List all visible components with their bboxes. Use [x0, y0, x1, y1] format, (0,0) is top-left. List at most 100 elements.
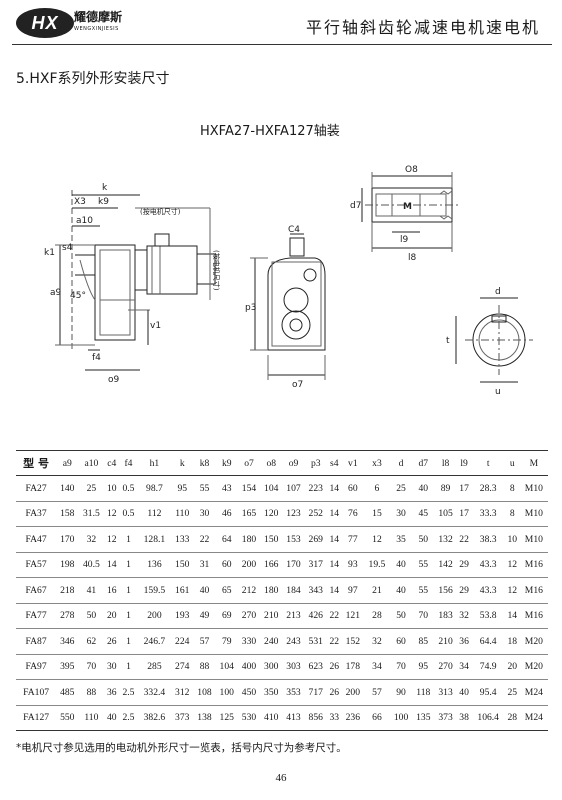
- value-cell: 2.5: [119, 679, 138, 706]
- value-cell: 32: [78, 526, 105, 553]
- value-cell: 29: [456, 552, 472, 578]
- value-cell: 1: [119, 552, 138, 578]
- value-cell: 317: [304, 552, 327, 578]
- value-cell: 98.7: [137, 475, 172, 502]
- value-cell: 717: [304, 679, 327, 706]
- value-cell: 132: [434, 526, 457, 553]
- value-cell: 165: [237, 501, 261, 527]
- dim-label-c4: C4: [288, 225, 300, 235]
- column-header: f4: [119, 450, 138, 476]
- value-cell: 22: [326, 628, 342, 655]
- value-cell: 69: [215, 603, 238, 629]
- model-cell: FA97: [16, 654, 57, 680]
- value-cell: 240: [260, 628, 283, 655]
- side-view-drawing: [55, 190, 216, 371]
- value-cell: 353: [282, 679, 305, 706]
- value-cell: 531: [304, 628, 327, 655]
- value-cell: 150: [260, 526, 283, 553]
- value-cell: 224: [171, 628, 194, 655]
- value-cell: 285: [137, 654, 172, 680]
- column-header: o7: [237, 450, 261, 476]
- value-cell: 252: [304, 501, 327, 527]
- value-cell: 95: [412, 654, 435, 680]
- value-cell: 350: [260, 679, 283, 706]
- value-cell: 180: [260, 577, 283, 604]
- value-cell: 93: [341, 552, 364, 578]
- value-cell: 200: [137, 603, 172, 629]
- value-cell: 32: [456, 603, 472, 629]
- value-cell: 95: [171, 475, 194, 502]
- value-cell: 29: [456, 577, 472, 604]
- dim-label-l8: l8: [408, 253, 417, 263]
- value-cell: 64.4: [471, 628, 505, 655]
- value-cell: 55: [412, 552, 435, 578]
- value-cell: 40: [193, 577, 216, 604]
- value-cell: 36: [456, 628, 472, 655]
- value-cell: 395: [56, 654, 79, 680]
- value-cell: 236: [341, 705, 364, 731]
- value-cell: 50: [389, 603, 413, 629]
- value-cell: 183: [434, 603, 457, 629]
- value-cell: 8: [504, 501, 520, 527]
- model-cell: FA27: [16, 475, 57, 502]
- value-cell: 40: [389, 552, 413, 578]
- shaft-section-drawing: [455, 297, 533, 383]
- value-cell: M10: [519, 475, 548, 502]
- section-title: 5.HXF系列外形安装尺寸: [16, 71, 170, 87]
- value-cell: 26: [326, 654, 342, 680]
- value-cell: 19.5: [363, 552, 390, 578]
- value-cell: 12: [504, 577, 520, 604]
- value-cell: 16: [104, 577, 120, 604]
- value-cell: 300: [260, 654, 283, 680]
- value-cell: M16: [519, 603, 548, 629]
- value-cell: 274: [171, 654, 194, 680]
- value-cell: 112: [137, 501, 172, 527]
- value-cell: 373: [434, 705, 457, 731]
- value-cell: 118: [412, 679, 435, 706]
- value-cell: 170: [56, 526, 79, 553]
- value-cell: 198: [56, 552, 79, 578]
- footnote: *电机尺寸参见选用的电动机外形尺寸一览表，括号内尺寸为参考尺寸。: [16, 742, 347, 754]
- value-cell: 270: [434, 654, 457, 680]
- value-cell: 218: [56, 577, 79, 604]
- column-header: k9: [215, 450, 238, 476]
- column-header: c4: [104, 450, 120, 476]
- dim-label-o8: O8: [405, 165, 418, 175]
- value-cell: M24: [519, 679, 548, 706]
- value-cell: 138: [193, 705, 216, 731]
- value-cell: 100: [389, 705, 413, 731]
- value-cell: 210: [260, 603, 283, 629]
- value-cell: 17: [456, 501, 472, 527]
- value-cell: 346: [56, 628, 79, 655]
- dim-label-m: M: [403, 202, 412, 212]
- value-cell: 140: [56, 475, 79, 502]
- value-cell: 90: [389, 679, 413, 706]
- value-cell: 312: [171, 679, 194, 706]
- column-header: a10: [78, 450, 105, 476]
- figure-title: HXFA27-HXFA127轴装: [200, 124, 340, 139]
- dim-label-angle: 45°: [70, 291, 86, 301]
- dim-label-k1: k1: [44, 248, 55, 258]
- column-header: p3: [304, 450, 327, 476]
- value-cell: 426: [304, 603, 327, 629]
- value-cell: 6: [363, 475, 390, 502]
- value-cell: 60: [341, 475, 364, 502]
- model-cell: FA57: [16, 552, 57, 578]
- value-cell: 31: [193, 552, 216, 578]
- value-cell: 8: [504, 475, 520, 502]
- header-divider: [12, 44, 552, 45]
- value-cell: 135: [412, 705, 435, 731]
- value-cell: 14: [326, 552, 342, 578]
- value-cell: 45: [412, 501, 435, 527]
- value-cell: 136: [137, 552, 172, 578]
- value-cell: 22: [326, 603, 342, 629]
- value-cell: 88: [193, 654, 216, 680]
- value-cell: 55: [412, 577, 435, 604]
